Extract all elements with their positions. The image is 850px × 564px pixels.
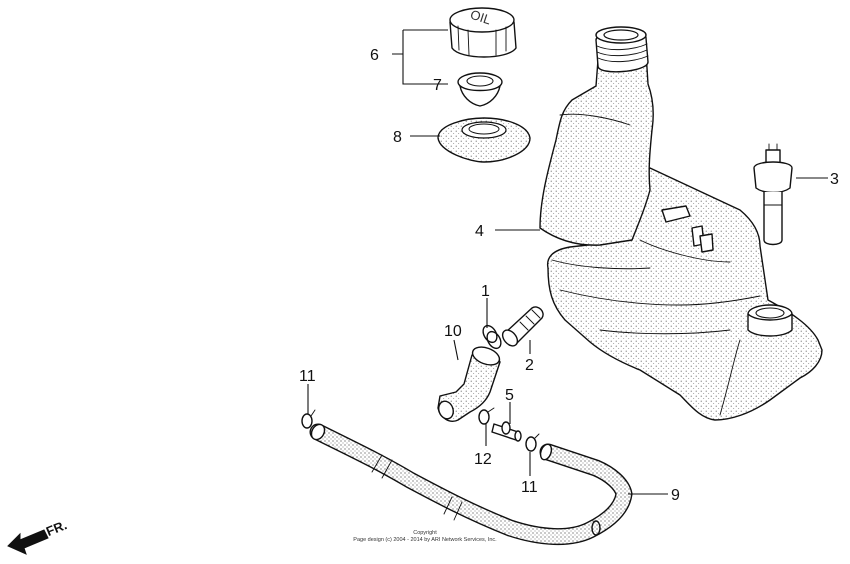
hose-clamp-11-left xyxy=(301,409,316,429)
pipe-joint xyxy=(491,421,522,442)
grommet xyxy=(437,117,531,163)
callout-labels: 6 7 8 4 3 1 10 2 5 12 11 11 9 xyxy=(299,47,839,504)
callout-5: 5 xyxy=(505,387,514,404)
callout-3: 3 xyxy=(830,171,839,188)
arrow-icon xyxy=(7,529,49,555)
front-direction-indicator: FR. xyxy=(7,517,69,555)
cap-seal xyxy=(457,72,503,107)
callout-4: 4 xyxy=(475,223,484,240)
callout-11-left: 11 xyxy=(299,368,316,385)
direction-label: FR. xyxy=(44,517,69,539)
copyright-notice: Copyright Page design (c) 2004 - 2014 by… xyxy=(353,530,497,543)
elbow-hose xyxy=(437,346,501,422)
hose-clamp-12 xyxy=(478,407,495,425)
callout-12: 12 xyxy=(474,451,492,468)
copyright-line-2: Page design (c) 2004 - 2014 by ARI Netwo… xyxy=(353,537,497,543)
callout-7: 7 xyxy=(433,77,442,94)
callout-2: 2 xyxy=(525,357,534,374)
hose-clamp-11-right xyxy=(525,433,540,452)
callout-9: 9 xyxy=(671,487,680,504)
callout-8: 8 xyxy=(393,129,402,146)
oil-level-sensor xyxy=(753,143,793,246)
cap-text: OIL xyxy=(468,7,493,28)
callout-11-right: 11 xyxy=(521,479,538,496)
hose-clamp-1 xyxy=(482,324,502,350)
leader-lines xyxy=(307,29,828,495)
callout-6: 6 xyxy=(370,47,379,64)
hose-fitting xyxy=(501,306,544,347)
oil-cap: OIL xyxy=(449,7,517,58)
oil-tank xyxy=(539,26,823,421)
oil-hose xyxy=(309,423,633,545)
copyright-line-1: Copyright xyxy=(413,530,437,536)
callout-1: 1 xyxy=(481,283,490,300)
callout-10: 10 xyxy=(444,323,462,340)
